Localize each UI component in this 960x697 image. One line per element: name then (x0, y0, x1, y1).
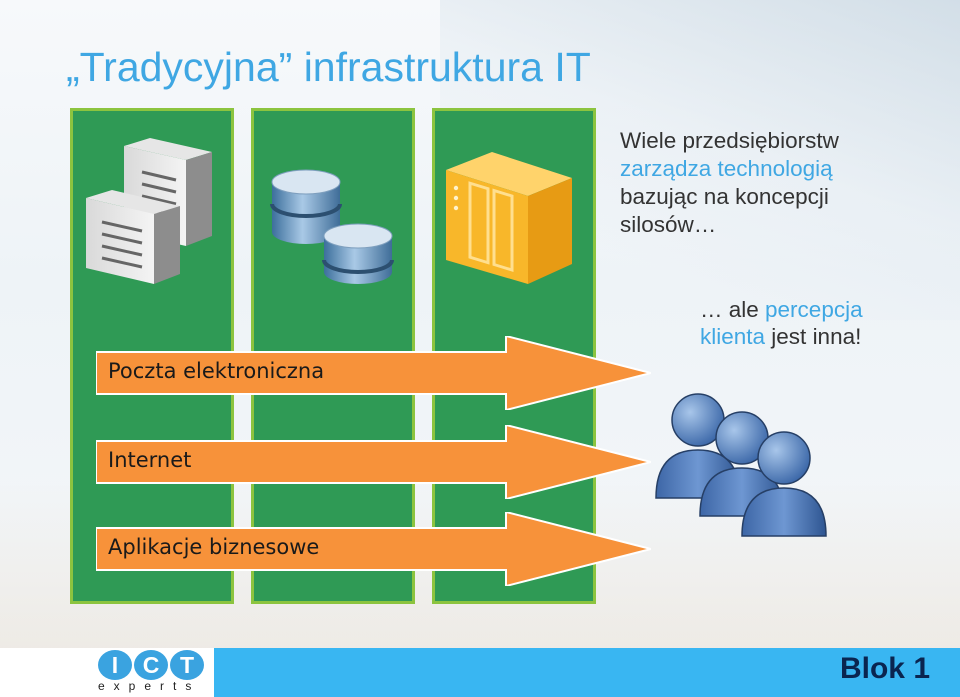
customer-perception-text: … ale percepcja klienta jest inna! (700, 296, 960, 350)
slide-title: „Tradycyjna” infrastruktura IT (66, 44, 591, 90)
users-group-icon (652, 390, 832, 555)
section-label: Blok 1 (839, 652, 930, 685)
arrow-internet: Internet (96, 425, 651, 499)
cabinet-icon (440, 148, 580, 293)
logo-letter: T (170, 650, 204, 680)
database-icon (268, 160, 404, 291)
ict-experts-logo: I C T experts (96, 648, 208, 695)
footer-bar (214, 648, 960, 697)
arrow-email: Poczta elektroniczna (96, 336, 651, 410)
text-line: Wiele przedsiębiorstw (620, 128, 839, 153)
server-icon (84, 136, 216, 291)
logo-subtitle: experts (98, 679, 201, 693)
text-line-highlight: zarządza technologią (620, 156, 833, 181)
text-line: bazując na koncepcji (620, 184, 829, 209)
text-part-highlight: klienta (700, 324, 766, 349)
text-part: … ale (700, 297, 766, 322)
arrow-label-email: Poczta elektroniczna (108, 359, 325, 383)
text-part: jest inna! (765, 324, 862, 349)
logo-letter: C (134, 650, 168, 680)
arrow-label-internet: Internet (108, 448, 192, 472)
logo-letter: I (98, 650, 132, 680)
text-line: silosów… (620, 212, 717, 237)
arrow-business-apps: Aplikacje biznesowe (96, 512, 651, 586)
silo-description: Wiele przedsiębiorstw zarządza technolog… (620, 127, 940, 239)
text-part-highlight: percepcja (765, 297, 863, 322)
arrow-label-business-apps: Aplikacje biznesowe (108, 535, 320, 559)
